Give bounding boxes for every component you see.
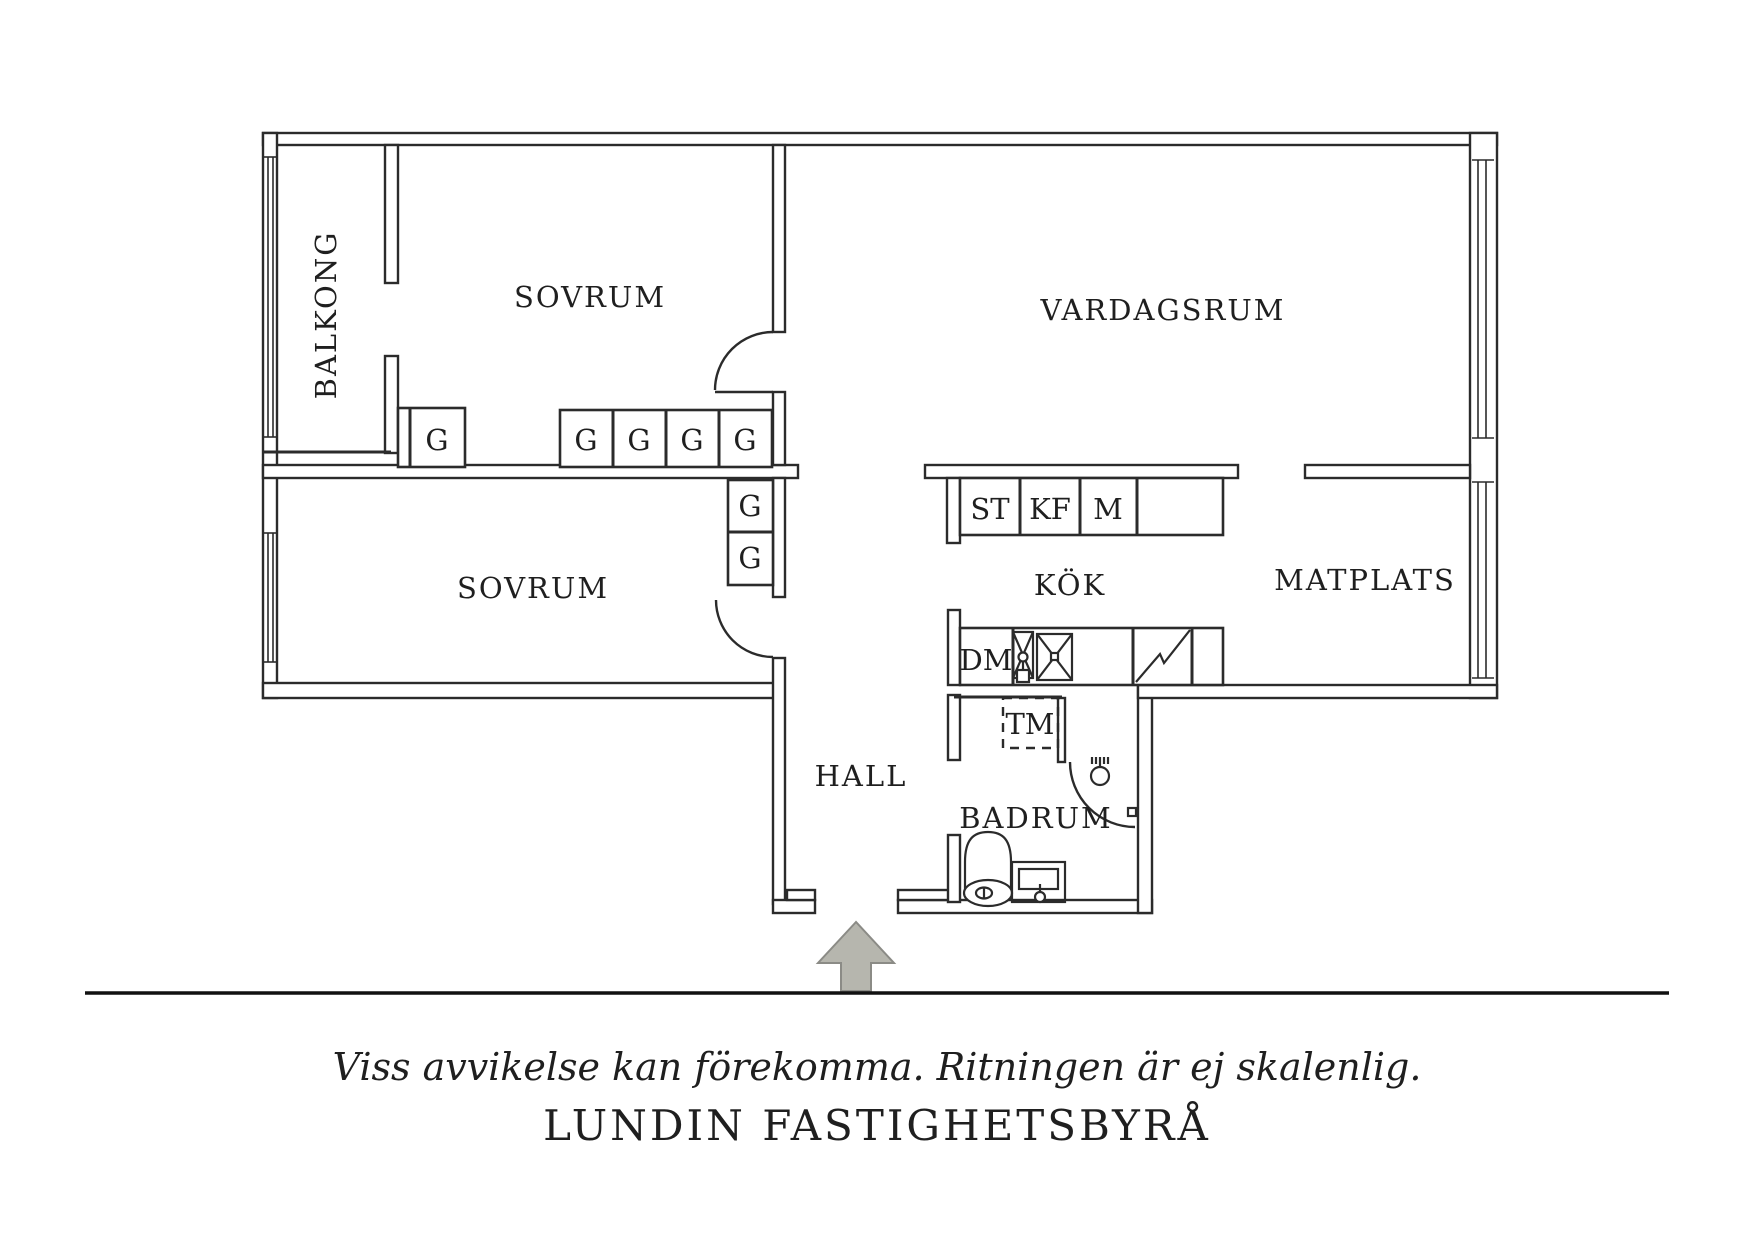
disclaimer-text: Viss avvikelse kan förekomma. Ritningen … [333,1045,1422,1089]
wardrobe-label: G [738,541,761,575]
badrum-door-arc [1068,761,1136,829]
dishwasher-label: DM [960,643,1013,677]
closets: G G G G G G G [396,406,775,587]
footer: Viss avvikelse kan förekomma. Ritningen … [85,991,1669,1150]
matplats-label: MATPLATS [1274,563,1456,597]
wall-sovrum2-right [771,476,787,599]
balkong-label: BALKONG [309,231,343,400]
stove-icon [1135,629,1191,683]
entrance-jamb-left [785,888,817,902]
kitchen-tall-cabinets: ST KF M [958,476,1225,537]
windows [264,156,1494,679]
matplats-window [1472,481,1494,679]
wall-hall-bottom-left [771,898,817,915]
bathroom-fixtures [962,757,1111,908]
balkong-window [264,156,276,438]
wardrobe-single: G [396,406,467,469]
wardrobe-label: G [425,423,448,457]
wall-balkong-right-lower [383,354,400,455]
wall-badrum-right [1136,683,1154,915]
wardrobe-row: G G G G [558,408,774,469]
wall-bottom-left [261,681,781,700]
sovrum2-window [264,532,276,663]
wall-kitchen-stub [945,476,962,545]
brand-text: LUNDIN FASTIGHETSBYRÅ [543,1100,1211,1150]
entrance-arrow-icon [815,920,897,992]
vardagsrum-label: VARDAGSRUM [1040,293,1286,327]
wall-hall-left [771,656,787,906]
washbasin-icon [1010,860,1067,904]
washing-machine: TM [1001,696,1060,750]
kok-label: KÖK [1034,567,1106,602]
kitchen-fixtures: ST KF M DM [958,476,1225,750]
washing-machine-label: TM [1005,707,1054,741]
vardagsrum-window [1472,159,1494,439]
wardrobe-label: G [738,489,761,523]
wall-matplats-bottom [1136,683,1499,700]
cabinet-m-label: M [1093,492,1123,526]
wall-left [261,131,279,700]
wall-right [1468,131,1499,700]
room-labels: BALKONG SOVRUM VARDAGSRUM SOVRUM KÖK MAT… [309,231,1456,835]
cabinet-kf-label: KF [1029,492,1071,526]
wardrobe-label: G [680,423,703,457]
sovrum1-label: SOVRUM [514,280,666,314]
sovrum2-door-arc [714,599,774,659]
wardrobe-stack: G G [726,478,775,587]
wall-balkong-right-upper [383,143,400,285]
wall-badrum-left [946,833,962,904]
badrum-label: BADRUM [959,801,1112,835]
badrum-door-knob [1126,806,1138,818]
cabinet-st-label: ST [970,492,1010,526]
wardrobe-label: G [574,423,597,457]
wall-kitchen-top [923,463,1240,480]
wall-kitchen-left-b [946,693,962,762]
wall-sovrum1-right-upper [771,143,787,334]
wardrobe-label: G [733,423,756,457]
wall-top [261,131,1499,147]
outer-walls [261,131,1499,915]
sink-basin-icon [1035,632,1074,682]
hall-label: HALL [815,759,908,793]
sovrum2-label: SOVRUM [457,571,609,605]
kitchen-counter: DM [958,626,1225,687]
sovrum1-door-arc [713,330,774,391]
toilet-icon [962,830,1014,908]
wall-matplats-stub [1303,463,1472,480]
sink-unit-icon [1011,630,1035,684]
doors [713,330,1138,829]
wardrobe-label: G [627,423,650,457]
wall-sink-icon [1089,757,1111,787]
wall-sovrum1-right-lower [771,390,787,467]
wall-kitchen-left-a [946,608,962,687]
